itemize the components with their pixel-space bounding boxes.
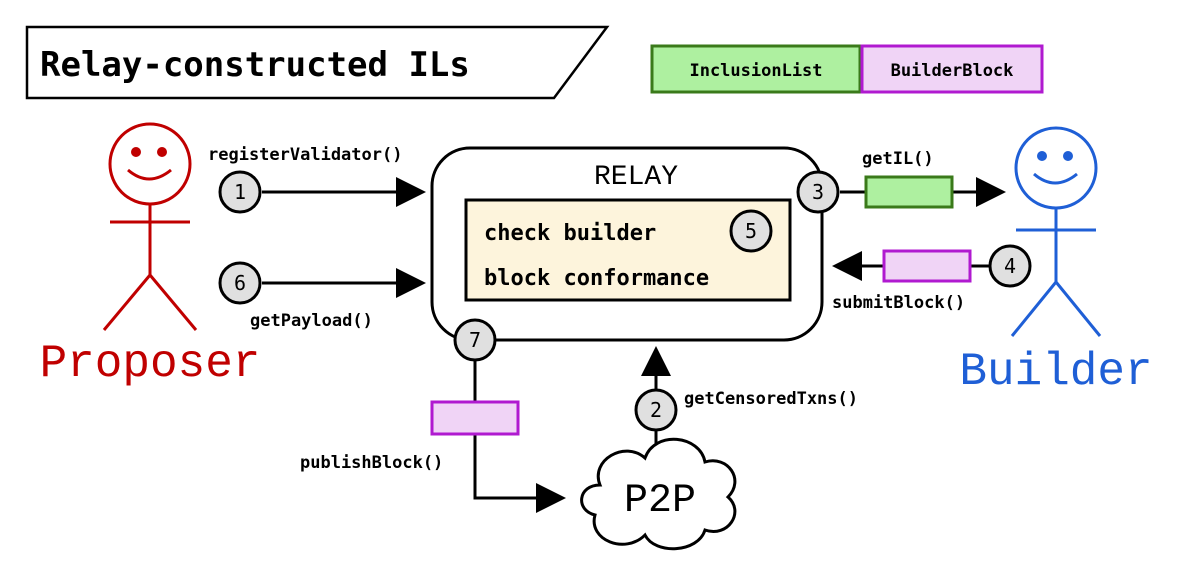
proposer-label: Proposer [40,338,261,390]
step-4: 4 [988,244,1032,288]
inclusion-list-payload [864,175,954,209]
publish-block-label: publishBlock() [300,453,443,473]
legend-inclusion-list-swatch [650,44,862,94]
svg-text:7: 7 [469,328,481,352]
svg-text:6: 6 [234,271,246,295]
get-censored-txns-label: getCensoredTxns() [684,389,858,409]
p2p-label: P2P [624,479,696,524]
step-7: 7 [453,318,497,362]
step-3: 3 [796,170,840,214]
relay-label: RELAY [594,162,678,193]
submit-block-label: submitBlock() [832,293,965,313]
legend-builder-block-swatch [860,44,1044,94]
publish-builder-block-payload [430,400,520,436]
check-line-2: block conformance [484,266,709,291]
diagram-title: Relay-constructed ILs [40,45,470,85]
legend-builder-block-label: BuilderBlock [891,61,1014,81]
get-payload-label: getPayload() [250,311,373,331]
title-banner: Relay-constructed ILs [25,25,610,100]
legend: InclusionList BuilderBlock [650,44,1044,94]
step-6: 6 [218,261,262,305]
step-2: 2 [634,388,678,432]
svg-text:5: 5 [745,219,757,243]
relay-box: RELAY check builder block conformance [430,146,824,342]
check-line-1: check builder [484,221,656,246]
svg-text:2: 2 [650,398,662,422]
step-5: 5 [729,209,773,253]
proposer-figure-icon [102,122,198,331]
legend-inclusion-list-label: InclusionList [689,61,822,81]
p2p-cloud-icon: P2P [580,437,737,551]
step-1: 1 [218,170,262,214]
submit-builder-block-payload [882,249,972,283]
svg-text:3: 3 [812,180,824,204]
svg-text:1: 1 [234,180,246,204]
svg-text:4: 4 [1004,254,1016,278]
builder-figure-icon [1010,126,1102,337]
builder-label: Builder [959,346,1152,398]
get-il-label: getIL() [862,149,934,169]
register-validator-label: registerValidator() [208,145,402,165]
